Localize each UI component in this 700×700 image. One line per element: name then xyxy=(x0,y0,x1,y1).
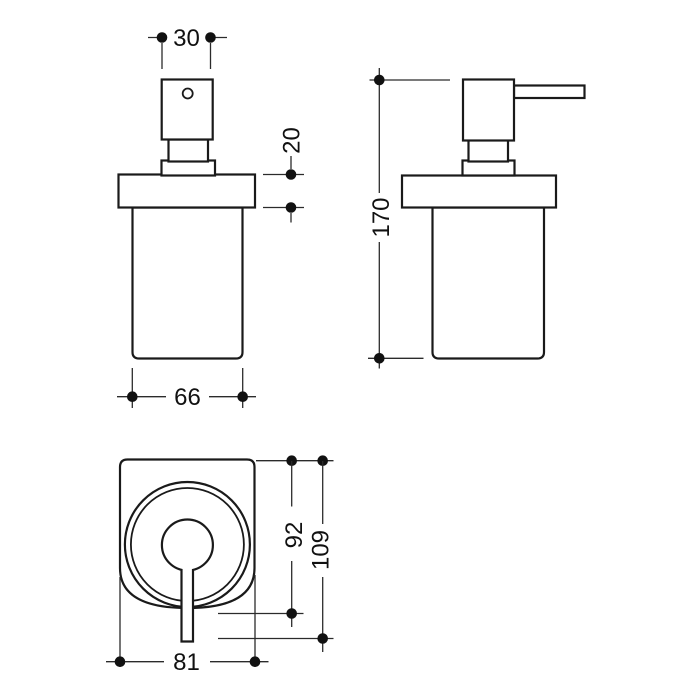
dimension-dot xyxy=(374,353,385,364)
dim-label-overall-height: 170 xyxy=(368,197,395,237)
dim-label-plate-depth: 92 xyxy=(281,522,308,549)
dimension-dot xyxy=(156,32,168,43)
dimension-dot xyxy=(249,656,261,667)
front-view: 30 20 66 xyxy=(117,25,306,411)
dimension-dot xyxy=(317,633,329,644)
pump-collar-outline-side xyxy=(461,159,516,177)
dimension-overall-height: 170 xyxy=(368,68,450,369)
dimension-dot xyxy=(237,391,248,403)
dimension-dot xyxy=(317,455,329,467)
dimension-plate-width: 81 xyxy=(106,575,269,676)
pump-spout-outline xyxy=(512,84,586,100)
dimension-container-width: 66 xyxy=(117,368,256,411)
top-view: 92 109 81 xyxy=(106,455,335,676)
pump-head-outline xyxy=(160,78,214,141)
dim-label-total-depth: 109 xyxy=(308,530,335,570)
dimension-dot xyxy=(205,32,216,43)
dimension-dot xyxy=(286,455,298,467)
dimension-dot xyxy=(286,608,298,619)
spout-plan-outline xyxy=(180,569,195,643)
dim-label-plate-height: 20 xyxy=(279,127,306,154)
pump-collar-outline xyxy=(160,159,217,177)
dimension-dot xyxy=(374,74,385,86)
dimension-dot xyxy=(285,169,297,180)
dimension-pump-width: 30 xyxy=(148,25,227,69)
pump-head-outline-side xyxy=(461,78,516,142)
pump-head-hole xyxy=(181,87,194,100)
dimension-dot xyxy=(285,202,297,213)
plate-plan-outline xyxy=(118,458,256,610)
side-view: 170 xyxy=(368,68,586,369)
dim-label-pump-width: 30 xyxy=(173,25,200,52)
holder-plate-outline-side xyxy=(400,174,558,209)
dim-label-plate-width: 81 xyxy=(173,649,200,676)
dimension-plate-height: 20 xyxy=(263,127,306,223)
pump-neck-outline-side xyxy=(467,138,510,163)
container-outline xyxy=(131,206,244,360)
pump-head-circle xyxy=(160,518,214,572)
dimension-dot xyxy=(114,656,126,667)
dim-label-container-width: 66 xyxy=(174,384,201,411)
pump-neck-outline xyxy=(167,138,210,163)
container-outline-side xyxy=(431,206,546,360)
dimension-depths: 92 109 xyxy=(218,455,335,652)
dimension-dot xyxy=(127,391,138,403)
holder-plate-outline xyxy=(117,173,257,209)
